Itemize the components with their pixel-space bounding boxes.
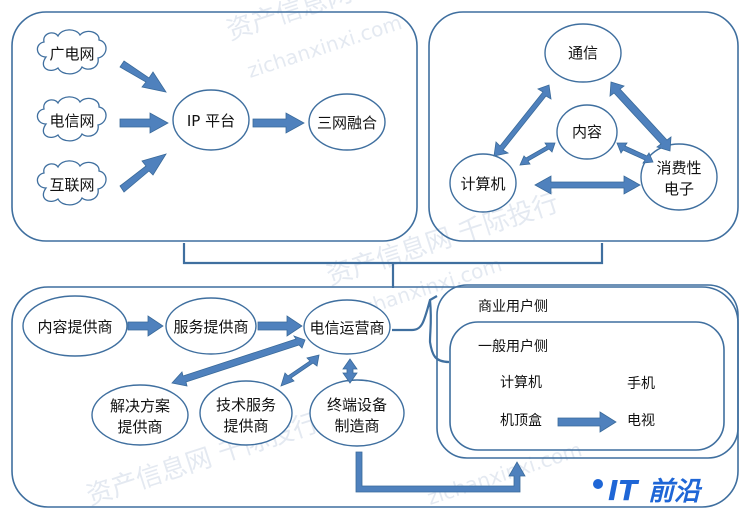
node-communication-label: 通信 <box>568 44 598 62</box>
business-users-label: 商业用户侧 <box>478 298 548 315</box>
device-phone-label: 手机 <box>627 376 655 392</box>
cloud-label-broadcast: 广电网 <box>49 45 94 63</box>
node-ip-platform <box>172 89 250 151</box>
node-consumer-electronics-line2: 电子 <box>664 180 694 198</box>
device-settop-label: 机顶盒 <box>500 412 542 429</box>
node-computer <box>449 153 517 213</box>
box-general-users <box>449 321 725 451</box>
node-convergence <box>308 93 386 151</box>
arrows-top-left <box>119 60 305 193</box>
arrow-content-to-service <box>127 315 164 337</box>
node-convergence-label: 三网融合 <box>317 114 377 132</box>
device-computer-label: 计算机 <box>500 375 542 391</box>
node-tech-service-provider-line2: 提供商 <box>223 417 268 435</box>
watermark-url-3: zichanxinxi.com <box>424 437 585 510</box>
cloud-telecom-network: 电信网 <box>36 96 107 142</box>
arrow-service-to-operator <box>257 315 303 337</box>
arrow-settop-to-tv <box>557 411 617 433</box>
brace-operator-users <box>392 295 450 364</box>
node-content <box>556 104 618 160</box>
cloud-internet: 互联网 <box>36 160 107 206</box>
arrow-computer-consumer <box>534 175 641 195</box>
panel-three-network <box>11 11 418 242</box>
arrow-terminal-to-users <box>355 451 526 493</box>
arrow-telecom-to-ip <box>119 112 169 134</box>
node-content-provider-label: 内容提供商 <box>37 318 112 336</box>
arrow-ip-to-convergence <box>252 112 305 134</box>
arrow-operator-terminal <box>342 358 358 384</box>
arrow-internet-to-ip <box>119 153 167 193</box>
arrow-content-computer <box>519 142 556 166</box>
node-ip-platform-label: IP 平台 <box>187 112 235 130</box>
node-telecom-operator-label: 电信运营商 <box>309 319 384 337</box>
arrow-broadcast-to-ip <box>119 60 167 93</box>
node-terminal-maker-line1: 终端设备 <box>327 396 387 414</box>
logo-it: IT <box>608 474 639 507</box>
node-consumer-electronics-line1: 消费性 <box>656 159 701 177</box>
arrow-operator-solution <box>171 335 306 387</box>
logo-cn: 前沿 <box>648 477 703 507</box>
node-service-provider <box>165 297 257 355</box>
general-users-label: 一般用户侧 <box>478 338 548 355</box>
node-solution-provider-line1: 解决方案 <box>110 397 170 415</box>
node-content-provider <box>22 295 128 357</box>
node-telecom-operator <box>303 299 391 355</box>
node-tech-service-provider <box>199 380 293 446</box>
bracket-connector <box>182 243 604 288</box>
node-terminal-maker <box>309 379 405 447</box>
cloud-broadcast-network: 广电网 <box>36 29 107 75</box>
arrows-top-right <box>493 81 672 195</box>
node-computer-label: 计算机 <box>460 175 505 193</box>
cloud-label-telecom: 电信网 <box>49 112 94 130</box>
node-service-provider-label: 服务提供商 <box>173 318 248 336</box>
node-tech-service-provider-line1: 技术服务 <box>216 396 276 414</box>
node-terminal-maker-line2: 制造商 <box>334 417 379 435</box>
arrow-operator-tech <box>280 354 320 387</box>
panel-convergence-domains <box>428 11 739 242</box>
node-communication <box>544 23 622 83</box>
node-content-label: 内容 <box>572 123 602 141</box>
arrow-communication-computer <box>493 84 552 157</box>
arrow-communication-consumer <box>609 81 672 152</box>
arrow-content-consumer <box>616 142 654 164</box>
device-tv-label: 电视 <box>627 413 655 429</box>
node-solution-provider <box>91 384 189 446</box>
node-consumer-electronics <box>640 143 718 211</box>
logo-dot <box>593 479 603 489</box>
box-business-users <box>436 284 739 459</box>
cloud-label-internet: 互联网 <box>49 176 94 194</box>
brand-logo: IT 前沿 <box>593 474 703 507</box>
arrows-bottom <box>127 315 617 493</box>
node-solution-provider-line2: 提供商 <box>117 418 162 436</box>
